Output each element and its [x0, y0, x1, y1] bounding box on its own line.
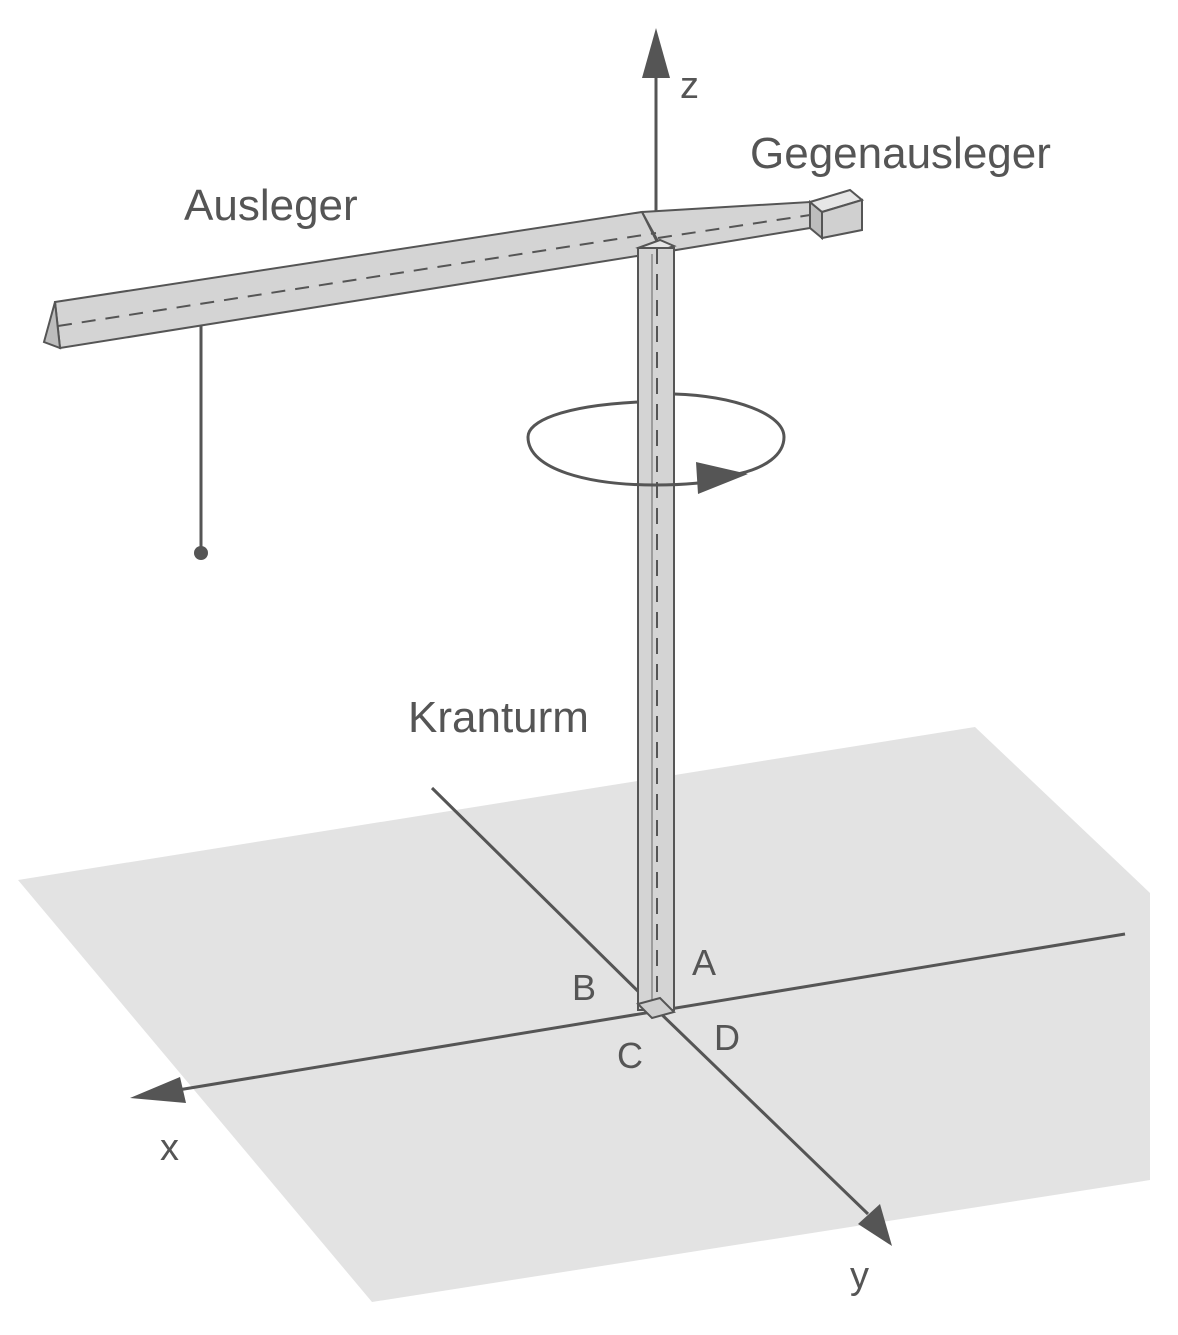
axis-line-back: [430, 786, 659, 1012]
point-a-label: A: [692, 942, 716, 983]
tower-base-face: [636, 996, 676, 1020]
boom-centerline: [57, 232, 657, 327]
boom-body: [53, 210, 664, 350]
hook-load-point: [194, 546, 208, 560]
point-d-label: D: [714, 1017, 740, 1058]
ground-plane: [18, 727, 1150, 1302]
z-axis-label: z: [680, 65, 699, 107]
point-c-label: C: [617, 1035, 643, 1076]
boom-end-face: [42, 301, 62, 350]
z-axis-arrowhead: [642, 28, 670, 78]
rotation-arrowhead: [696, 462, 748, 494]
counter-jib-centerline: [657, 214, 811, 239]
x-axis-arrowhead: [130, 1077, 186, 1103]
x-axis-label: x: [160, 1127, 179, 1169]
tower-label: Kranturm: [408, 693, 589, 742]
y-axis-line: [655, 1008, 870, 1216]
counter-jib-label: Gegenausleger: [750, 129, 1051, 178]
rotation-ellipse: [526, 400, 729, 487]
counterweight-front: [821, 198, 863, 240]
y-axis-label: y: [850, 1255, 869, 1297]
rotation-ellipse-right: [673, 392, 786, 476]
y-axis-arrowhead: [858, 1204, 892, 1246]
boom-label: Ausleger: [184, 181, 358, 230]
point-b-label: B: [572, 967, 596, 1008]
